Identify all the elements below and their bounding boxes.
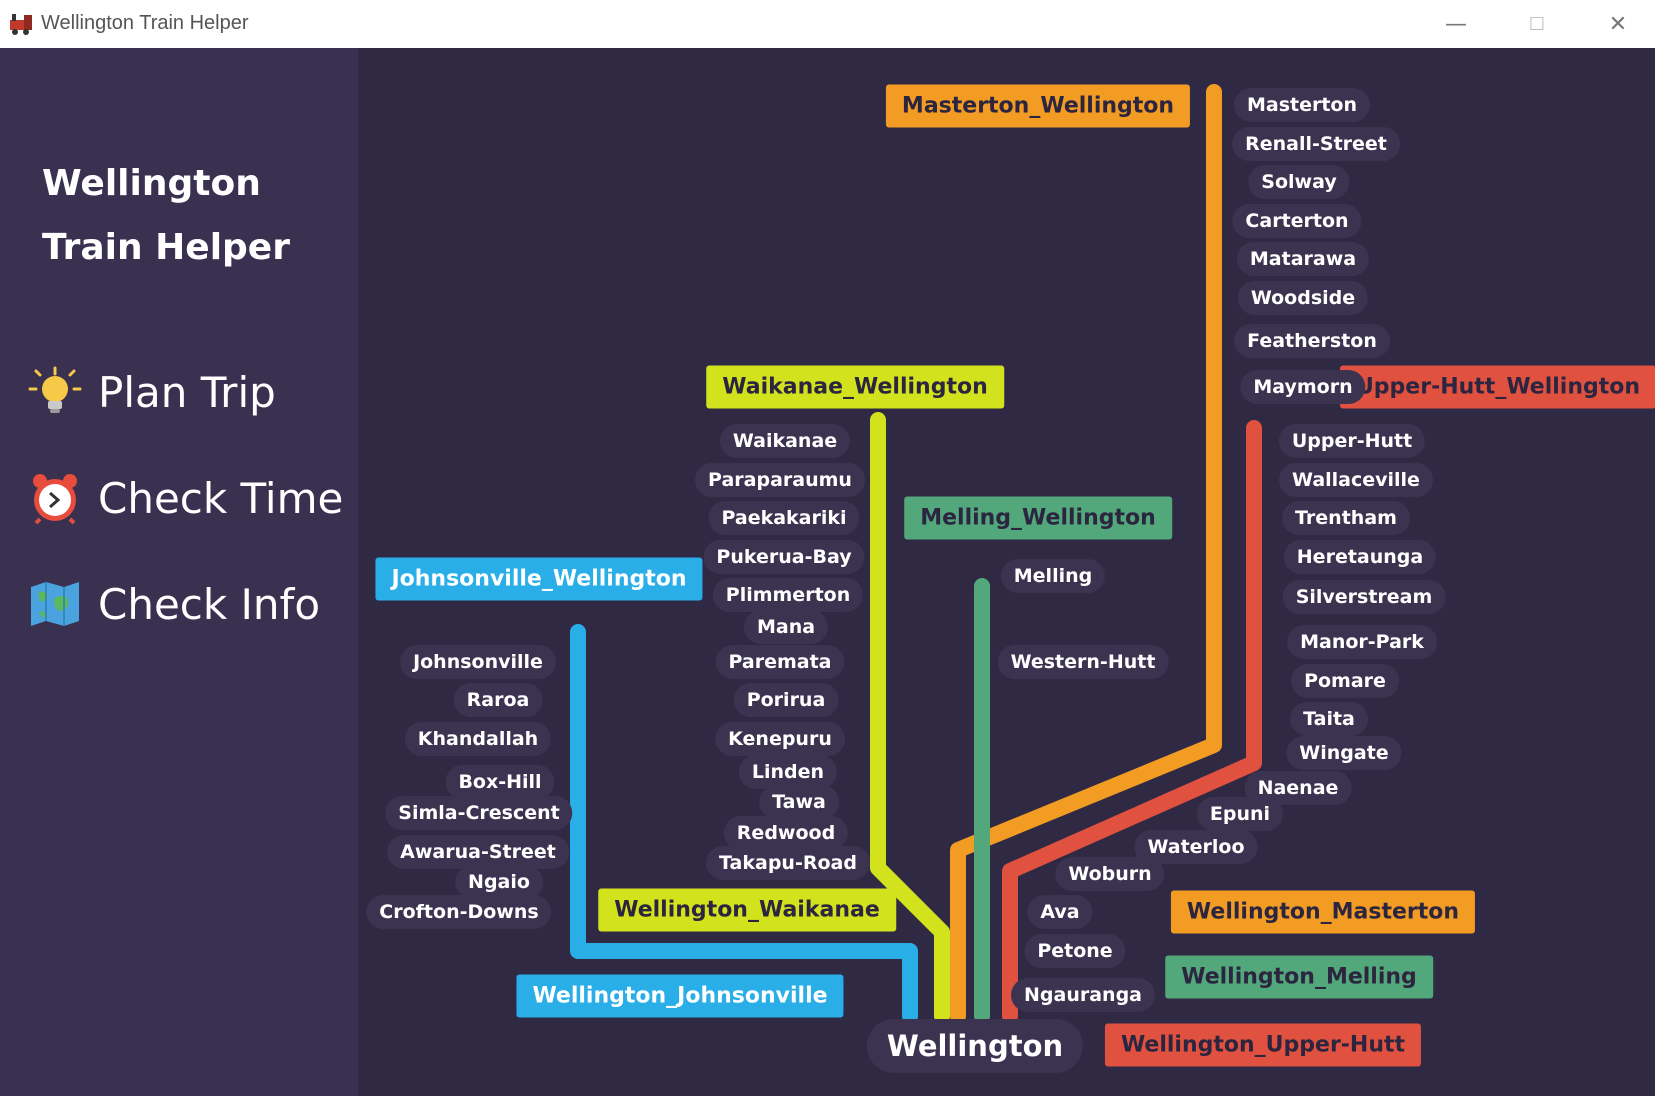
route-johnsonville-wellington[interactable]: Johnsonville_Wellington [375, 557, 703, 601]
station-carterton[interactable]: Carterton [1232, 204, 1362, 238]
station-woburn[interactable]: Woburn [1055, 857, 1165, 891]
station-pomare[interactable]: Pomare [1291, 664, 1399, 698]
station-mana[interactable]: Mana [743, 610, 829, 644]
station-masterton[interactable]: Masterton [1233, 88, 1371, 122]
route-upper-hutt-wellington[interactable]: Upper-Hutt_Wellington [1339, 365, 1655, 409]
route-masterton-wellington[interactable]: Masterton_Wellington [885, 84, 1191, 128]
station-ava[interactable]: Ava [1027, 895, 1093, 929]
app-name-line1: Wellington [42, 163, 261, 204]
maximize-button[interactable]: ☐ [1528, 13, 1546, 35]
station-tawa[interactable]: Tawa [759, 785, 839, 819]
app-name-line2: Train Helper [42, 227, 290, 268]
world-map-icon [31, 582, 79, 626]
station-waterloo[interactable]: Waterloo [1134, 830, 1258, 864]
station-upper-hutt[interactable]: Upper-Hutt [1278, 424, 1426, 458]
route-wellington-waikanae[interactable]: Wellington_Waikanae [598, 888, 896, 932]
route-melling-wellington[interactable]: Melling_Wellington [904, 496, 1172, 540]
train-network-map: Masterton_Wellington Upper-Hutt_Wellingt… [358, 48, 1655, 1096]
nav-check-time[interactable]: Check Time [28, 468, 343, 528]
station-box-hill[interactable]: Box-Hill [445, 765, 555, 799]
station-renall-street[interactable]: Renall-Street [1232, 127, 1400, 161]
station-takapu-road[interactable]: Takapu-Road [706, 846, 870, 880]
masterton-line [950, 84, 1222, 1024]
johnsonville-line [570, 624, 918, 1024]
station-linden[interactable]: Linden [738, 755, 838, 789]
station-silverstream[interactable]: Silverstream [1282, 580, 1446, 614]
station-paraparaumu[interactable]: Paraparaumu [695, 463, 865, 497]
station-solway[interactable]: Solway [1248, 165, 1350, 199]
route-waikanae-wellington[interactable]: Waikanae_Wellington [706, 365, 1004, 409]
station-paekakariki[interactable]: Paekakariki [708, 501, 860, 535]
station-pukerua-bay[interactable]: Pukerua-Bay [703, 540, 865, 574]
app-name: Wellington Train Helper [42, 152, 342, 280]
station-ngauranga[interactable]: Ngauranga [1011, 978, 1155, 1012]
waikanae-line [870, 412, 950, 1024]
station-maymorn[interactable]: Maymorn [1240, 370, 1366, 404]
station-ngaio[interactable]: Ngaio [455, 865, 543, 899]
route-wellington-upper-hutt[interactable]: Wellington_Upper-Hutt [1104, 1023, 1422, 1067]
station-simla-crescent[interactable]: Simla-Crescent [385, 796, 573, 830]
station-wingate[interactable]: Wingate [1286, 736, 1402, 770]
lightbulb-icon [28, 366, 82, 413]
station-paremata[interactable]: Paremata [715, 645, 845, 679]
station-crofton-downs[interactable]: Crofton-Downs [366, 895, 552, 929]
station-wallaceville[interactable]: Wallaceville [1279, 463, 1433, 497]
nav-plan-trip[interactable]: Plan Trip [28, 362, 276, 422]
station-khandallah[interactable]: Khandallah [404, 722, 552, 756]
minimize-button[interactable]: — [1445, 11, 1467, 37]
station-waikanae[interactable]: Waikanae [719, 424, 851, 458]
route-wellington-masterton[interactable]: Wellington_Masterton [1170, 890, 1476, 934]
station-taita[interactable]: Taita [1290, 702, 1368, 736]
station-redwood[interactable]: Redwood [723, 816, 849, 850]
station-epuni[interactable]: Epuni [1196, 797, 1284, 831]
station-petone[interactable]: Petone [1024, 934, 1126, 968]
route-wellington-melling[interactable]: Wellington_Melling [1165, 955, 1433, 999]
station-johnsonville[interactable]: Johnsonville [400, 645, 556, 679]
station-manor-park[interactable]: Manor-Park [1287, 625, 1437, 659]
station-melling[interactable]: Melling [1000, 559, 1106, 593]
train-app-icon [10, 14, 32, 35]
station-awarua-street[interactable]: Awarua-Street [387, 835, 569, 869]
station-western-hutt[interactable]: Western-Hutt [997, 645, 1169, 679]
nav-label: Plan Trip [98, 367, 276, 417]
nav-label: Check Info [98, 579, 321, 629]
close-button[interactable]: ✕ [1608, 11, 1628, 37]
upper-hutt-line [1002, 420, 1262, 1024]
window-title: Wellington Train Helper [41, 12, 249, 34]
station-raroa[interactable]: Raroa [453, 683, 543, 717]
station-kenepuru[interactable]: Kenepuru [715, 722, 845, 756]
route-wellington-johnsonville[interactable]: Wellington_Johnsonville [516, 974, 844, 1018]
sidebar: Wellington Train Helper Plan Trip [0, 48, 358, 1096]
station-matarawa[interactable]: Matarawa [1236, 242, 1370, 276]
station-featherston[interactable]: Featherston [1234, 324, 1390, 358]
station-trentham[interactable]: Trentham [1282, 501, 1410, 535]
station-woodside[interactable]: Woodside [1237, 281, 1369, 315]
station-plimmerton[interactable]: Plimmerton [712, 578, 864, 612]
station-heretaunga[interactable]: Heretaunga [1283, 540, 1437, 574]
title-bar: Wellington Train Helper — ☐ ✕ [0, 0, 1655, 49]
station-porirua[interactable]: Porirua [733, 683, 839, 717]
nav-label: Check Time [98, 473, 344, 523]
nav-check-info[interactable]: Check Info [28, 574, 320, 634]
alarm-clock-icon [33, 474, 77, 525]
station-wellington[interactable]: Wellington [866, 1019, 1084, 1073]
rail-lines [570, 84, 1262, 1024]
